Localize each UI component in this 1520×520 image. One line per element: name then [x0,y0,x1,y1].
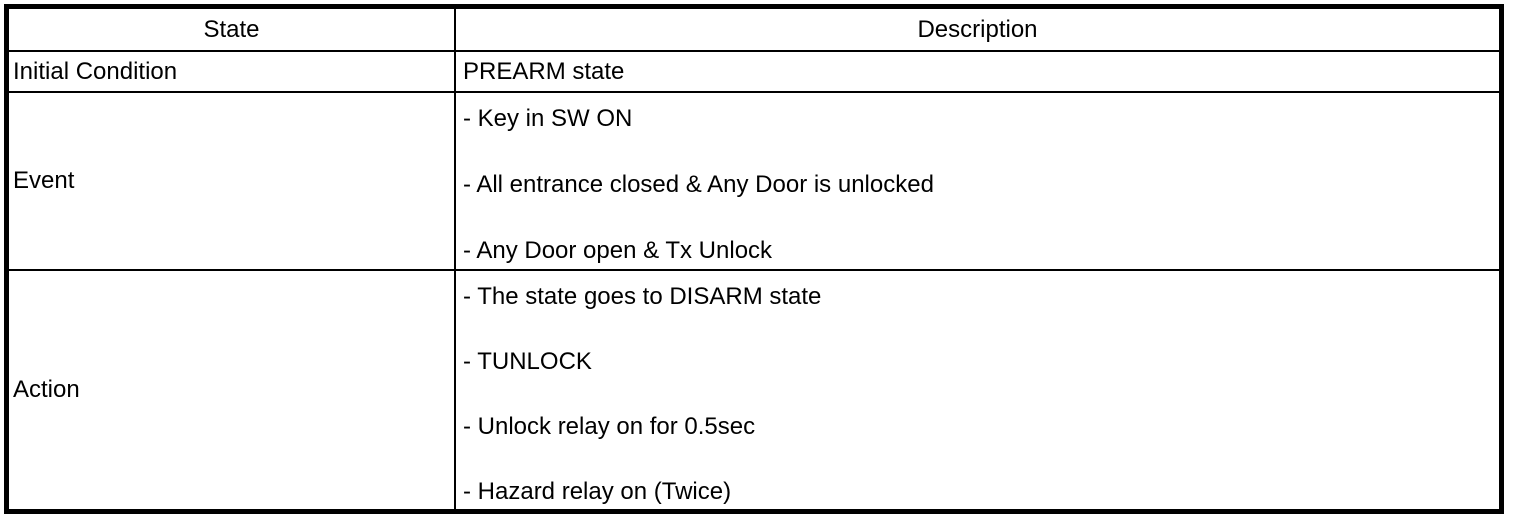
state-description-table: State Description Initial Condition PREA… [4,4,1504,514]
header-label-state: State [203,15,260,43]
cell-action-description: - The state goes to DISARM state - TUNLO… [456,271,1499,509]
action-item: - TUNLOCK [463,348,592,375]
header-cell-description: Description [456,9,1499,52]
event-label: Event [13,167,75,194]
row-label-event: Event [9,93,456,271]
header-label-description: Description [917,15,1038,43]
action-item: - Hazard relay on (Twice) [463,478,732,505]
row-label-action: Action [9,271,456,509]
initial-condition-value: PREARM state [463,57,625,85]
header-cell-state: State [9,9,456,52]
event-item: - Any Door open & Tx Unlock [463,237,773,264]
event-item: - Key in SW ON [463,105,633,132]
cell-event-description: - Key in SW ON - All entrance closed & A… [456,93,1499,271]
initial-condition-label: Initial Condition [13,57,178,85]
action-label: Action [13,376,80,403]
event-item: - All entrance closed & Any Door is unlo… [463,171,934,198]
row-label-initial-condition: Initial Condition [9,52,456,93]
action-item: - The state goes to DISARM state [463,283,822,310]
cell-initial-condition-description: PREARM state [456,52,1499,93]
action-item: - Unlock relay on for 0.5sec [463,413,756,440]
